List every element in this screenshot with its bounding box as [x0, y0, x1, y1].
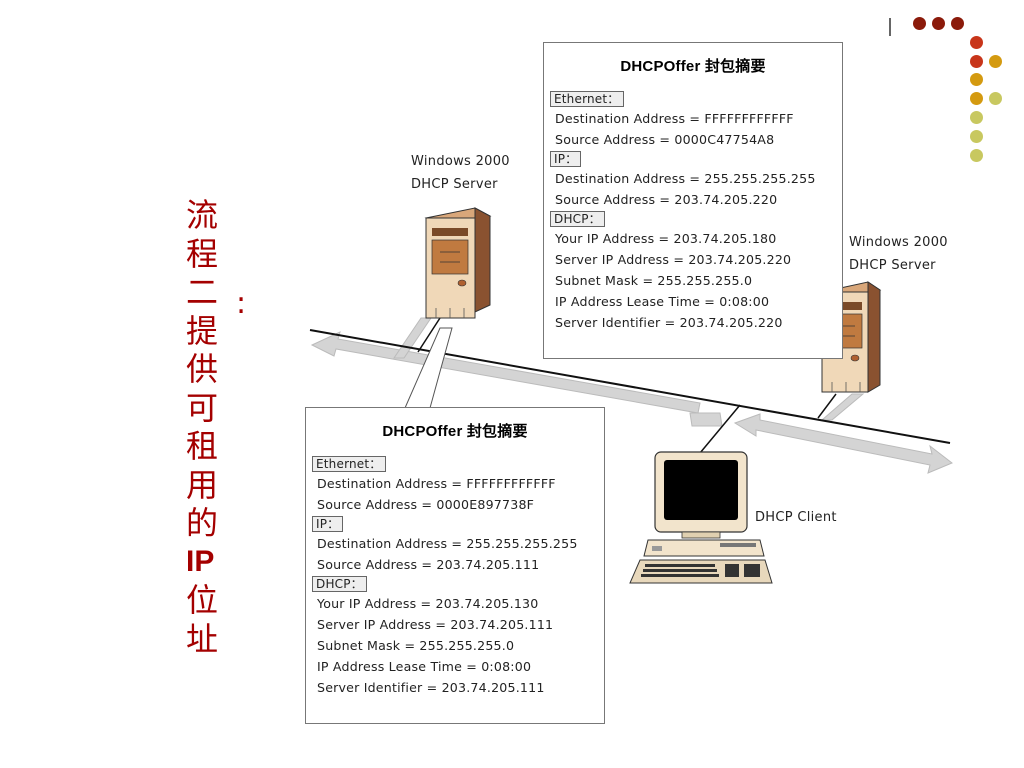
broadcast-arrow-right	[733, 413, 953, 474]
lease-time: IP Address Lease Time = 0:08:00	[317, 659, 532, 674]
theme-dot	[970, 149, 983, 162]
network-cable	[309, 329, 951, 444]
server-identifier: Server Identifier = 203.74.205.111	[317, 680, 545, 695]
subnet-mask: Subnet Mask = 255.255.255.0	[555, 273, 753, 288]
client-drop	[699, 404, 741, 454]
offer-packet-box-top: DHCPOffer 封包摘要 Ethernet： Destination Add…	[543, 42, 843, 359]
server-a-os: Windows 2000	[411, 154, 510, 169]
ip-source: Source Address = 203.74.205.111	[317, 557, 540, 572]
ip-destination: Destination Address = 255.255.255.255	[555, 171, 816, 186]
theme-dot	[970, 36, 983, 49]
eth-source: Source Address = 0000E897738F	[317, 497, 535, 512]
server-ip: Server IP Address = 203.74.205.220	[555, 252, 792, 267]
server-a-label: Windows 2000 DHCP Server	[411, 150, 510, 196]
server-b-label: Windows 2000 DHCP Server	[849, 231, 948, 277]
theme-dot	[970, 55, 983, 68]
title-char: 租	[186, 427, 219, 465]
subnet-mask: Subnet Mask = 255.255.255.0	[317, 638, 515, 653]
title-char: 程	[186, 234, 219, 273]
title-char: 供	[186, 350, 219, 388]
theme-dot	[932, 17, 945, 30]
eth-source: Source Address = 0000C47754A8	[555, 132, 775, 147]
server-a-role: DHCP Server	[411, 177, 498, 192]
theme-dot	[970, 73, 983, 86]
server-ip: Server IP Address = 203.74.205.111	[317, 617, 554, 632]
title-char: 用	[186, 465, 219, 504]
title-char: 址	[186, 619, 219, 658]
server-b-role: DHCP Server	[849, 258, 936, 273]
ip-destination: Destination Address = 255.255.255.255	[317, 536, 578, 551]
title-char: 位	[186, 581, 219, 619]
your-ip: Your IP Address = 203.74.205.130	[317, 596, 539, 611]
theme-dot	[913, 17, 926, 30]
server-a-drop	[417, 317, 441, 353]
eth-destination: Destination Address = FFFFFFFFFFFF	[317, 476, 556, 491]
dhcp-section-label: DHCP：	[312, 576, 367, 592]
server-b-os: Windows 2000	[849, 235, 948, 250]
server-a-tower-icon	[424, 207, 492, 319]
dhcp-section-label: DHCP：	[550, 211, 605, 227]
theme-dot	[970, 92, 983, 105]
title-char: 二	[186, 273, 219, 311]
slide-title: 流 程 二 提 供 可 租 用 的 IP 位 址	[186, 196, 230, 658]
theme-dot	[989, 92, 1002, 105]
title-char: IP	[186, 544, 215, 578]
server-b-drop	[817, 393, 837, 419]
theme-dot	[951, 17, 964, 30]
client-computer-icon	[629, 451, 773, 584]
ethernet-section-label: Ethernet：	[312, 456, 386, 472]
title-char: 流	[186, 196, 219, 234]
broadcast-arrow-left	[310, 331, 701, 414]
theme-dot	[970, 130, 983, 143]
server-identifier: Server Identifier = 203.74.205.220	[555, 315, 783, 330]
offer-packet-box-bottom: DHCPOffer 封包摘要 Ethernet： Destination Add…	[305, 407, 605, 724]
ip-section-label: IP：	[312, 516, 344, 532]
eth-destination: Destination Address = FFFFFFFFFFFF	[555, 111, 794, 126]
theme-dot	[989, 55, 1002, 68]
lease-time: IP Address Lease Time = 0:08:00	[555, 294, 770, 309]
your-ip: Your IP Address = 203.74.205.180	[555, 231, 777, 246]
client-label: DHCP Client	[755, 510, 837, 525]
ip-source: Source Address = 203.74.205.220	[555, 192, 778, 207]
server-b-drop-arrow	[820, 393, 865, 421]
title-char: 的	[186, 504, 219, 542]
packet-heading: DHCPOffer 封包摘要	[382, 423, 528, 440]
ethernet-section-label: Ethernet：	[550, 91, 624, 107]
theme-dot	[970, 111, 983, 124]
packet-heading: DHCPOffer 封包摘要	[620, 58, 766, 75]
title-char: 可	[186, 388, 219, 427]
title-colon: :	[236, 286, 247, 321]
ip-section-label: IP：	[550, 151, 582, 167]
title-char: 提	[186, 311, 219, 350]
client-up-arrow	[689, 412, 723, 427]
